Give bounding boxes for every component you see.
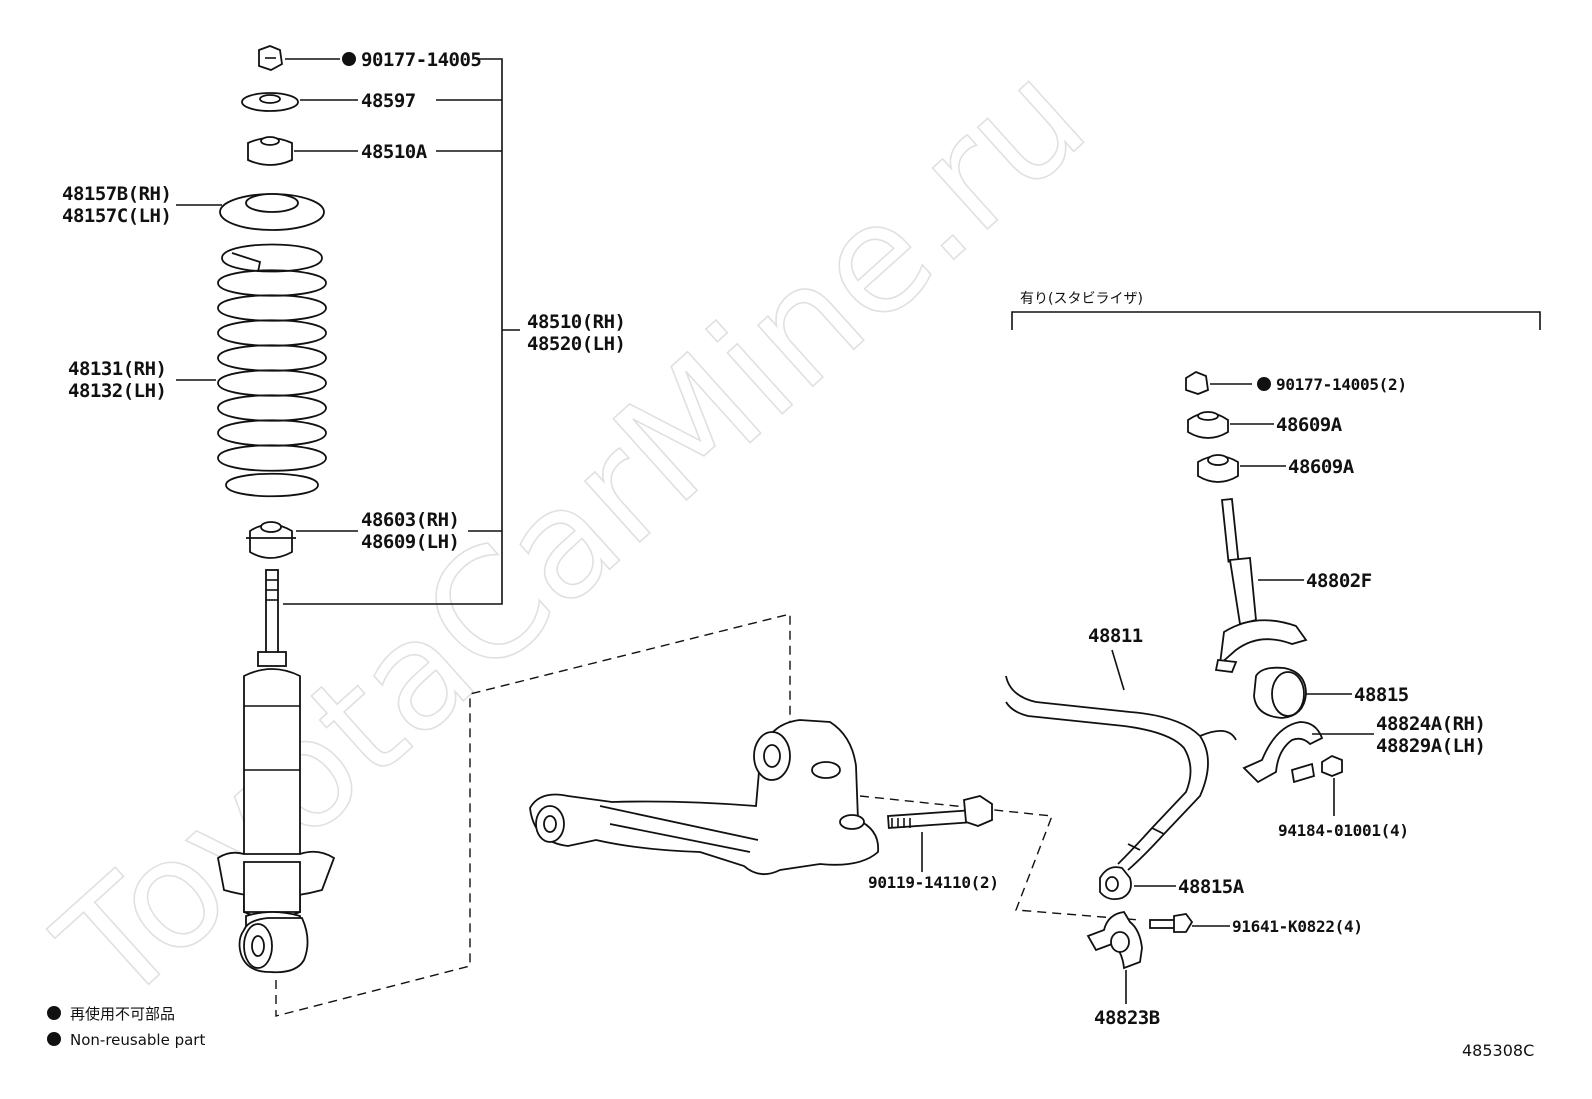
label-assembly-lh: 48520(LH) <box>527 333 625 355</box>
label-lower-bush-rh: 48603(RH) <box>361 509 459 531</box>
cushion-upper-icon <box>1187 411 1229 439</box>
label-stabilizer-bush: 48815 <box>1354 684 1409 706</box>
coil-spring-icon <box>217 243 327 498</box>
stabilizer-non-reusable-dot-icon <box>1257 377 1271 391</box>
label-bar-bracket: 48823B <box>1094 1007 1160 1029</box>
section-label: 有り(スタビライザ) <box>1020 291 1143 307</box>
legend-text-ja: 再使用不可部品 <box>70 1005 175 1023</box>
label-lower-bush-lh: 48609(LH) <box>361 531 459 553</box>
stabilizer: 有り(スタビライザ) 90177-14005(2) 48609A 48609A <box>1005 291 1541 1029</box>
shock-assembly: 90177-14005 48597 48510A 48157B(RH) 4815… <box>62 45 626 974</box>
label-insulator-rh: 48157B(RH) <box>62 183 171 205</box>
stabilizer-bar-icon <box>1005 675 1237 871</box>
label-bracket-nut: 94184-01001(4) <box>1278 821 1409 840</box>
bar-bracket-icon <box>1086 911 1143 970</box>
label-spring-lh: 48132(LH) <box>68 380 166 402</box>
label-insulator-lh: 48157C(LH) <box>62 205 171 227</box>
plate-icon <box>241 92 299 112</box>
label-stabilizer-bar: 48811 <box>1088 625 1143 647</box>
stabilizer-bracket-icon <box>1242 721 1343 784</box>
shock-absorber-icon <box>217 569 336 974</box>
lower-bush-icon <box>246 521 296 559</box>
label-stabilizer-link: 48802F <box>1306 570 1372 592</box>
nut-icon <box>258 45 283 71</box>
cushion-lower-icon <box>1197 454 1239 483</box>
upper-bush-icon <box>247 136 293 166</box>
lower-arm: 90119-14110(2) <box>275 613 1141 1017</box>
legend-dot-icon-en <box>47 1032 61 1046</box>
non-reusable-dot-icon <box>342 52 356 66</box>
label-bracket-rh: 48824A(RH) <box>1376 713 1485 735</box>
legend-dot-icon-ja <box>47 1006 61 1020</box>
label-cushion-lower: 48609A <box>1288 456 1355 478</box>
stabilizer-bush-icon <box>1253 666 1307 719</box>
bar-bolt-icon <box>1149 913 1194 933</box>
label-assembly-rh: 48510(RH) <box>527 311 625 333</box>
label-bracket-lh: 48829A(LH) <box>1376 735 1485 757</box>
lower-arm-icon <box>529 719 880 876</box>
label-cushion-upper: 48609A <box>1276 414 1343 436</box>
label-lower-arm-bolt: 90119-14110(2) <box>868 873 999 892</box>
stabilizer-nut-icon <box>1185 370 1209 395</box>
label-upper-bush: 48510A <box>361 141 428 163</box>
bolt-icon <box>887 795 993 829</box>
stabilizer-link-icon <box>1214 497 1308 673</box>
legend-text-en: Non-reusable part <box>70 1031 205 1049</box>
label-stabilizer-nut: 90177-14005(2) <box>1276 375 1407 394</box>
diagram-code: 485308C <box>1462 1041 1534 1060</box>
insulator-icon <box>219 193 325 231</box>
legend: 再使用不可部品 Non-reusable part <box>47 1005 205 1049</box>
bar-bush-icon <box>1099 866 1132 901</box>
label-bar-bolt: 91641-K0822(4) <box>1232 917 1363 936</box>
label-spring-rh: 48131(RH) <box>68 358 166 380</box>
label-plate: 48597 <box>361 90 416 112</box>
label-bar-bush: 48815A <box>1178 876 1245 898</box>
label-nut: 90177-14005 <box>361 49 481 71</box>
